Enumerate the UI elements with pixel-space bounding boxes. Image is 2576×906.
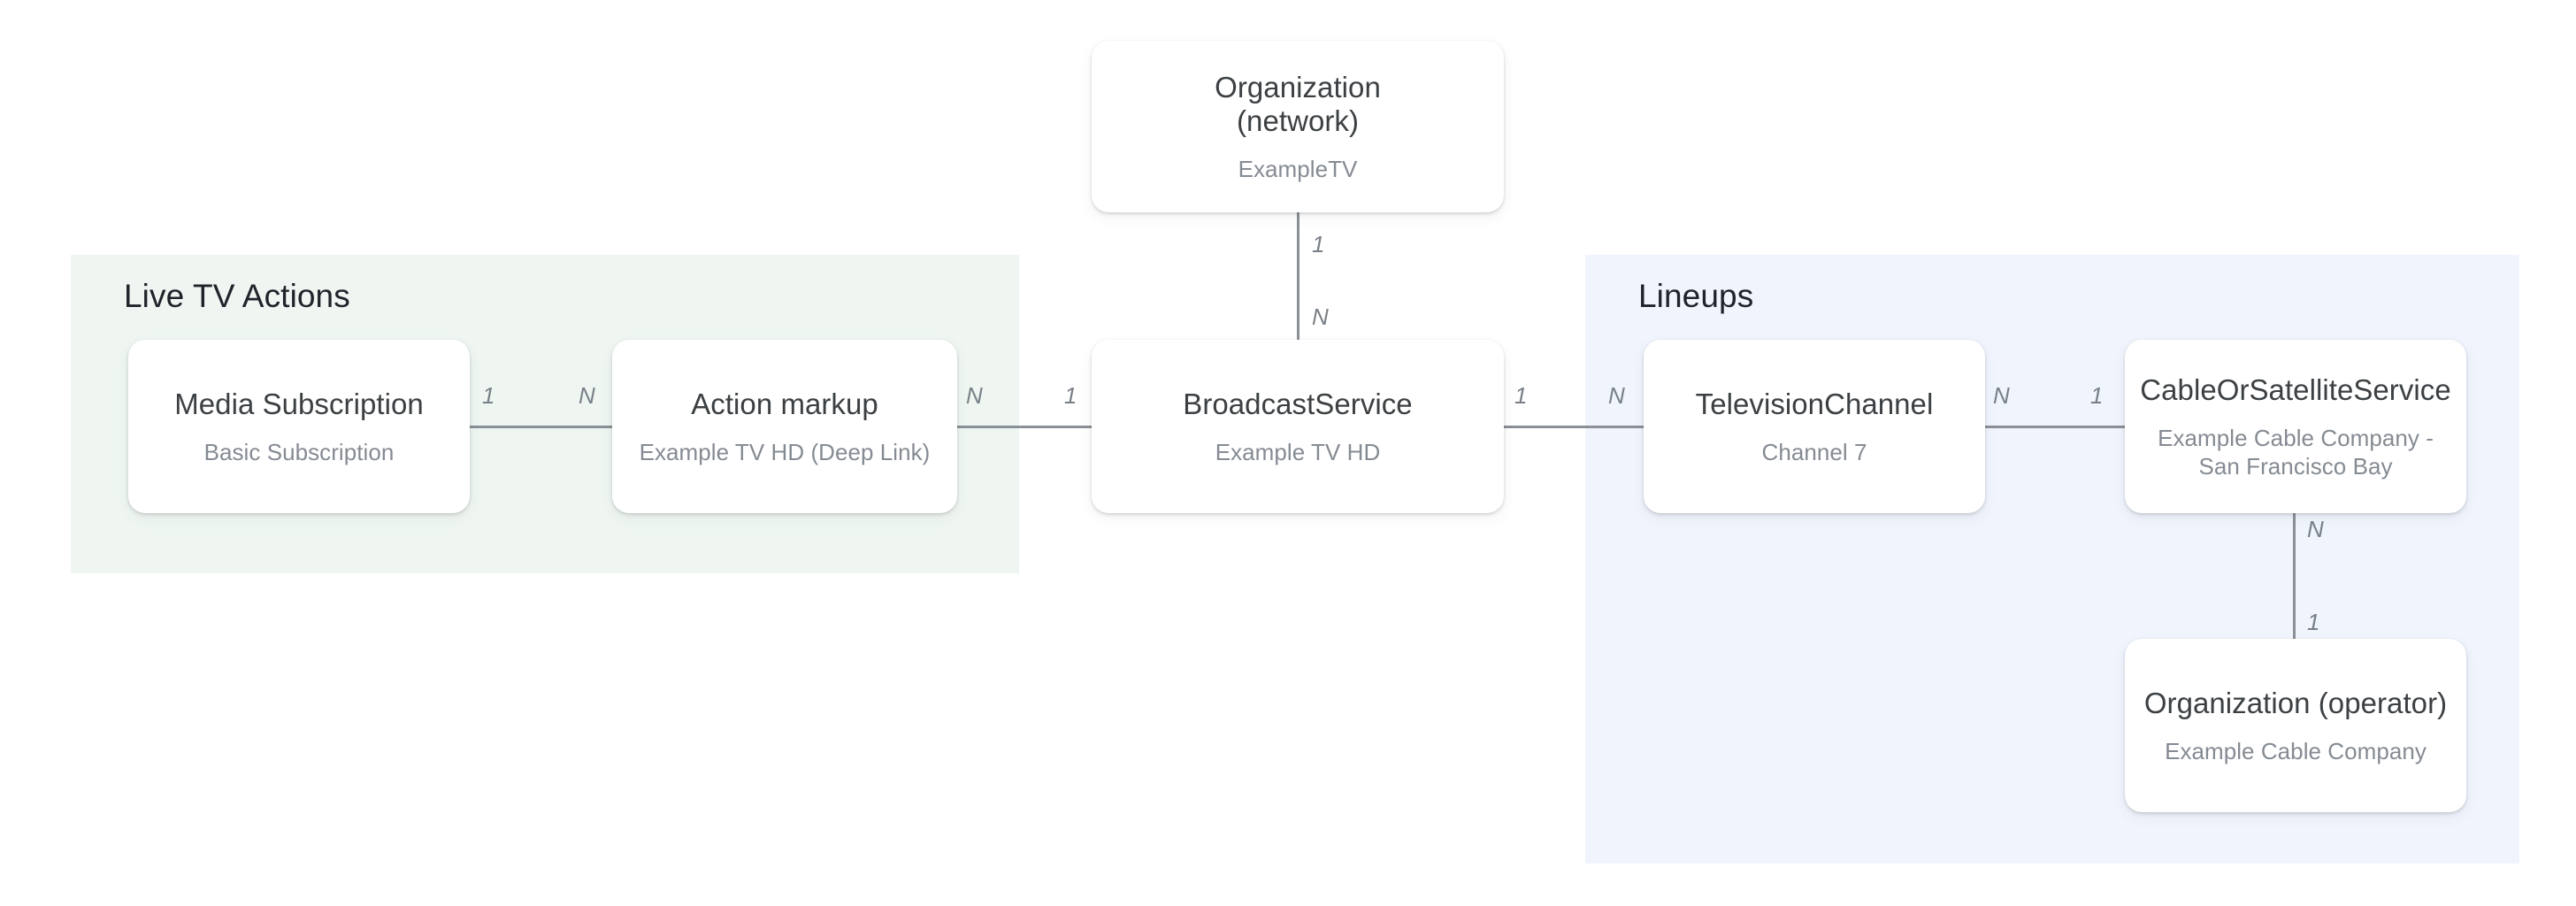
- cardinality-label-television-channel-to-cable-or-satellite-service-1: 1: [2090, 382, 2104, 409]
- node-action-markup[interactable]: Action markup Example TV HD (Deep Link): [612, 340, 957, 513]
- edge-television-channel-to-cable-or-satellite-service: [1982, 426, 2128, 428]
- cardinality-label-media-subscription-to-action-markup-1: N: [579, 382, 595, 409]
- cardinality-label-organization-network-to-broadcast-service-0: 1: [1312, 231, 1325, 257]
- cardinality-label-television-channel-to-cable-or-satellite-service-0: N: [1993, 382, 2010, 409]
- cardinality-label-cable-or-satellite-service-to-organization-operator-0: N: [2307, 516, 2324, 542]
- node-organization-network[interactable]: Organization (network) ExampleTV: [1092, 41, 1504, 212]
- cardinality-label-action-markup-to-broadcast-service-1: 1: [1064, 382, 1077, 409]
- node-media-subscription[interactable]: Media Subscription Basic Subscription: [128, 340, 470, 513]
- edge-action-markup-to-broadcast-service: [954, 426, 1096, 428]
- node-subtitle: Example TV HD (Deep Link): [639, 438, 931, 465]
- cardinality-label-cable-or-satellite-service-to-organization-operator-1: 1: [2307, 609, 2320, 635]
- node-broadcast-service[interactable]: BroadcastService Example TV HD: [1092, 340, 1504, 513]
- panel-lineups-title: Lineups: [1638, 278, 1754, 314]
- node-title: Action markup: [691, 387, 878, 420]
- node-organization-operator[interactable]: Organization (operator) Example Cable Co…: [2125, 639, 2466, 812]
- node-television-channel[interactable]: TelevisionChannel Channel 7: [1644, 340, 1985, 513]
- cardinality-label-broadcast-service-to-television-channel-0: 1: [1514, 382, 1528, 409]
- cardinality-label-media-subscription-to-action-markup-0: 1: [482, 382, 495, 409]
- node-title: Organization (operator): [2143, 686, 2448, 719]
- node-subtitle: Example TV HD: [1215, 438, 1381, 465]
- node-subtitle: Channel 7: [1761, 438, 1867, 465]
- node-title: Organization (network): [1215, 70, 1381, 137]
- edge-media-subscription-to-action-markup: [467, 426, 616, 428]
- node-subtitle: Example Cable Company - San Francisco Ba…: [2158, 424, 2434, 480]
- edge-cable-or-satellite-service-to-organization-operator: [2293, 511, 2296, 642]
- node-title: TelevisionChannel: [1695, 387, 1934, 420]
- node-cable-or-satellite-service[interactable]: CableOrSatelliteService Example Cable Co…: [2125, 340, 2466, 513]
- node-title: BroadcastService: [1183, 387, 1413, 420]
- node-title: Media Subscription: [174, 387, 424, 420]
- node-subtitle: Example Cable Company: [2165, 737, 2426, 764]
- node-title: CableOrSatelliteService: [2140, 372, 2451, 406]
- edge-broadcast-service-to-television-channel: [1501, 426, 1646, 428]
- cardinality-label-broadcast-service-to-television-channel-1: N: [1608, 382, 1625, 409]
- cardinality-label-action-markup-to-broadcast-service-0: N: [966, 382, 983, 409]
- node-subtitle: Basic Subscription: [203, 438, 395, 465]
- cardinality-label-organization-network-to-broadcast-service-1: N: [1312, 303, 1329, 330]
- node-subtitle: ExampleTV: [1238, 155, 1358, 182]
- edge-organization-network-to-broadcast-service: [1297, 211, 1300, 343]
- panel-live-tv-actions-title: Live TV Actions: [124, 278, 350, 314]
